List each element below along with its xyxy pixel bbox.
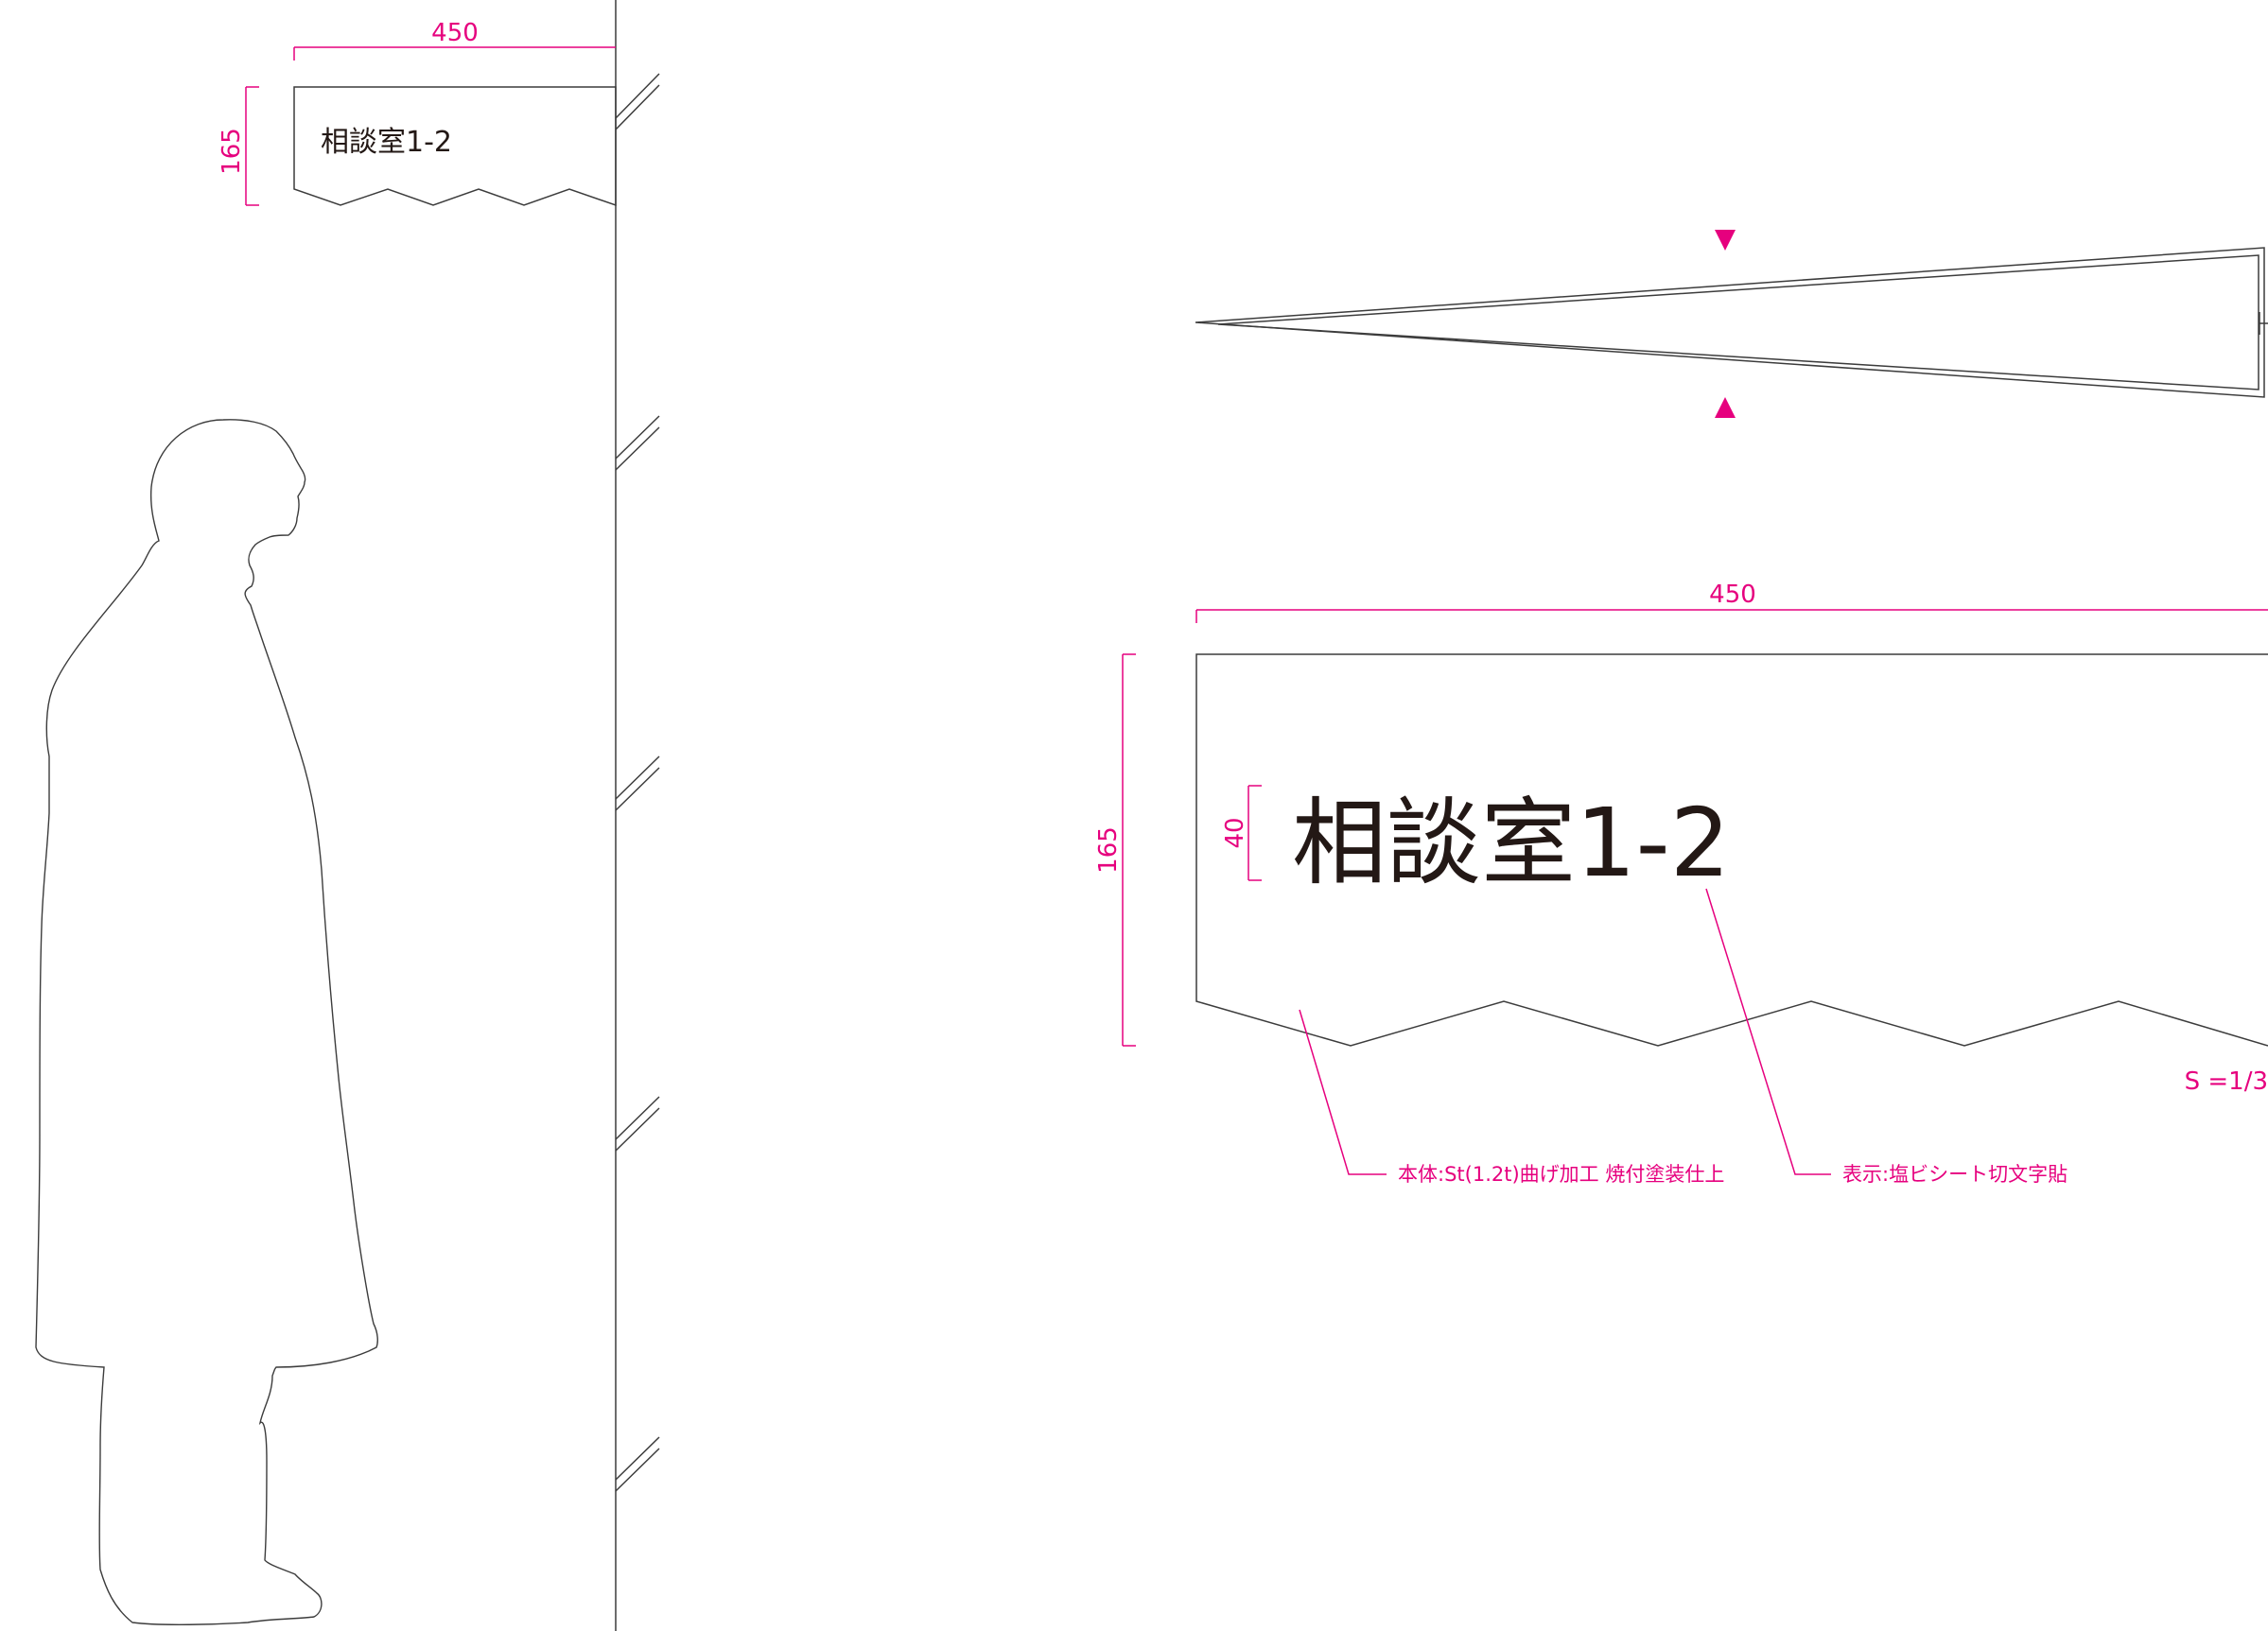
leader-body-note: 本体:St(1.2t)曲げ加工 焼付塗装仕上 — [1299, 1009, 1724, 1186]
detail-sign: 相談室1-2 — [1195, 653, 2268, 1047]
section-marker-bottom — [1715, 397, 1736, 418]
elevation-sign-text: 相談室1-2 — [321, 126, 452, 159]
body-material-note: 本体:St(1.2t)曲げ加工 焼付塗装仕上 — [1398, 1163, 1724, 1186]
detail-width-label: 450 — [1709, 581, 1756, 609]
elevation-sign: 相談室1-2 — [293, 86, 617, 207]
scale-label: S =1/3 — [2185, 1067, 2268, 1096]
detail-width-dimension: 450 — [1195, 581, 2268, 623]
elevation-height-label: 165 — [218, 128, 246, 175]
detail-height-label: 165 — [1094, 826, 1123, 874]
human-silhouette — [35, 419, 378, 1626]
leader-display-note: 表示:塩ビシート切文字貼 — [1705, 888, 2067, 1186]
elevation-height-dimension: 165 — [218, 86, 259, 206]
letter-height-dimension: 40 — [1221, 785, 1262, 881]
top-view — [1195, 230, 2268, 418]
detail-sign-text: 相談室1-2 — [1292, 788, 1730, 898]
letter-height-label: 40 — [1221, 817, 1249, 848]
wall-section — [615, 0, 660, 1631]
detail-height-dimension: 165 — [1094, 653, 1136, 1047]
section-marker-top — [1715, 230, 1736, 251]
elevation-width-dimension: 450 — [293, 19, 616, 61]
elevation-width-label: 450 — [431, 19, 479, 47]
display-material-note: 表示:塩ビシート切文字貼 — [1842, 1163, 2067, 1186]
wall-break-marks — [615, 73, 660, 1492]
